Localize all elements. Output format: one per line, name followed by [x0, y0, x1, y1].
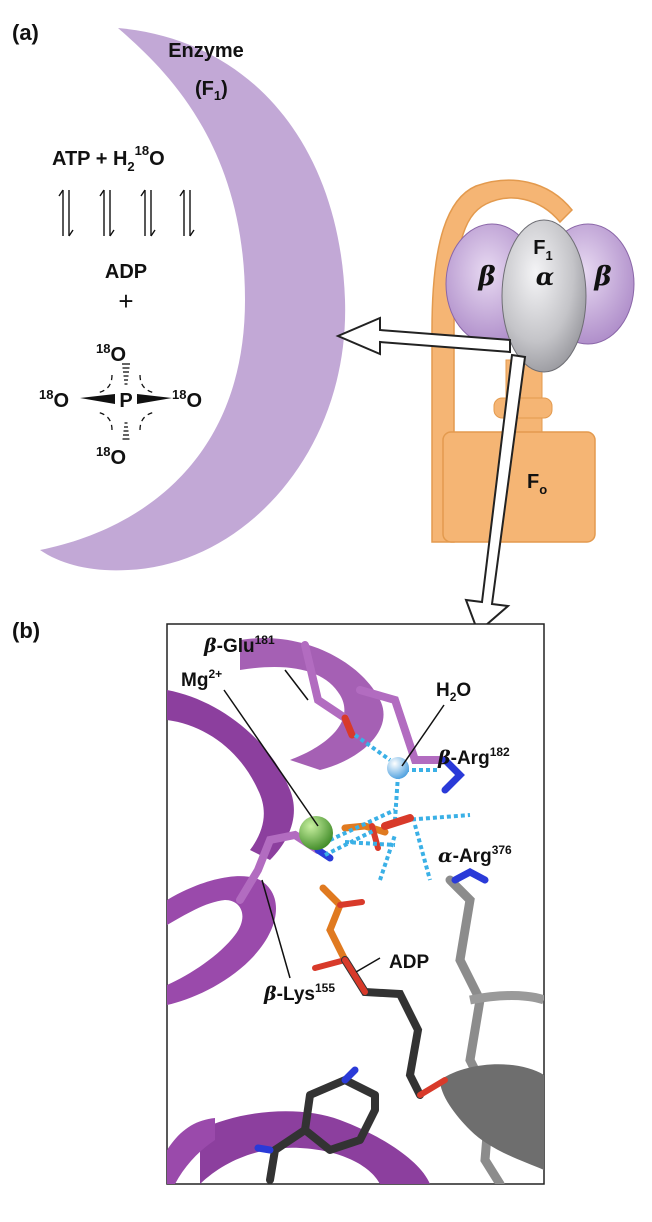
helix-bottom: [200, 1111, 430, 1184]
alpha-subunit: [501, 219, 587, 373]
helix-left: [167, 690, 294, 860]
leader-lines: [223, 669, 445, 979]
label-water: H2O: [436, 680, 471, 704]
atp-synthase: [431, 179, 635, 543]
panel-b-label: (b): [12, 618, 40, 643]
helix-left-lower: [167, 876, 277, 1005]
label-mg: Mg2+: [181, 667, 222, 691]
reaction-plus: +: [118, 286, 133, 316]
phosphate-structure: [80, 363, 172, 440]
zoom-arrow-to-enzyme: [335, 316, 511, 356]
enzyme-subunit-label: (F1): [195, 78, 228, 103]
gray-helix: [440, 1064, 544, 1170]
label-alpha-arg: α-Arg376: [438, 843, 512, 867]
phosphate-o-top: 18O: [96, 341, 126, 366]
f1-label: F1: [533, 237, 552, 263]
hydrogen-bonds: [324, 733, 471, 881]
alpha-label: α: [536, 262, 554, 291]
reaction-reactants: ATP + H218O: [52, 143, 165, 174]
zoom-arrow-to-panel-b: [464, 353, 527, 634]
molecular-structure: [167, 638, 544, 1184]
reaction-adp: ADP: [105, 261, 147, 283]
fo-base: [442, 431, 596, 543]
alpha-chain: [445, 875, 505, 1184]
equilibrium-arrow-1: [58, 189, 74, 237]
beta-label-left: β: [477, 262, 495, 292]
panel-a-label: (a): [12, 20, 39, 45]
equilibrium-arrows: [58, 189, 195, 237]
enzyme-name: Enzyme: [168, 40, 244, 62]
equilibrium-arrow-3: [140, 189, 156, 237]
label-adp: ADP: [389, 952, 429, 973]
fo-label: Fo: [527, 471, 547, 497]
phosphate-o-right: 18O: [172, 387, 202, 412]
beta-label-right: β: [593, 262, 611, 292]
equilibrium-arrow-4: [179, 189, 195, 237]
phosphate-o-bottom: 18O: [96, 444, 126, 469]
mg-ion: [299, 816, 333, 850]
label-beta-lys: β-Lys155: [263, 981, 335, 1005]
equilibrium-arrow-2: [99, 189, 115, 237]
phosphate-o-left: 18O: [39, 387, 69, 412]
enzyme-crescent: [40, 28, 346, 571]
helix-top: [240, 638, 384, 770]
label-beta-glu: β-Glu181: [203, 633, 275, 657]
adenine-ring: [301, 1076, 379, 1154]
phosphate-p: P: [119, 390, 132, 412]
label-beta-arg: β-Arg182: [437, 745, 510, 769]
